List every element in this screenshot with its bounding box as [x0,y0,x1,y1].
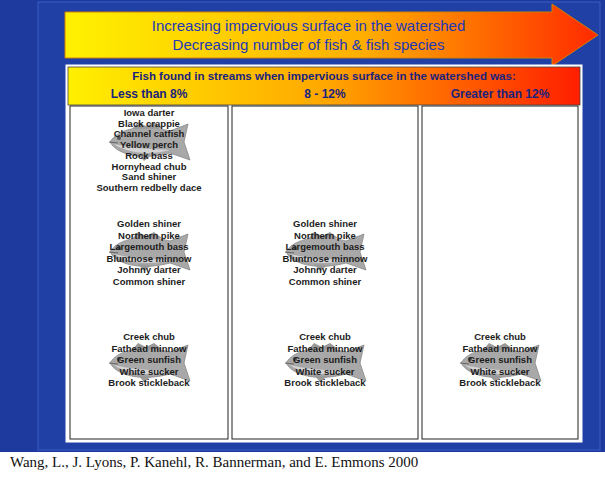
fish-column: Greater than 12%Creek chubFathead minnow… [422,106,578,439]
fish-name: Channel catfish [70,129,228,140]
fish-column: Less than 8%Iowa darterBlack crappieChan… [70,106,228,439]
fish-name: Yellow perch [70,140,228,151]
fish-name: Hornyhead chub [70,162,228,173]
fish-name: Bluntnose minnow [232,253,418,265]
fish-name: Green sunfish [70,354,228,366]
fish-name: Sand shiner [70,172,228,183]
fish-name: Johnny darter [232,264,418,276]
fish-column: 8 - 12%Golden shinerNorthern pikeLargemo… [232,106,418,439]
citation: Wang, L., J. Lyons, P. Kanehl, R. Banner… [10,454,418,471]
fish-name: Bluntnose minnow [70,253,228,265]
fish-name: Johnny darter [70,264,228,276]
slide-frame [38,2,600,450]
column-box [70,106,228,439]
fish-name: Golden shiner [232,218,418,230]
fish-name: Largemouth bass [70,241,228,253]
citation-strip [0,452,605,489]
fish-name: Fathead minnow [70,343,228,355]
fish-name: Brook stickleback [232,377,418,389]
fish-name: Largemouth bass [232,241,418,253]
column-box [422,106,578,439]
fish-name: Northern pike [70,230,228,242]
fish-name: Brook stickleback [422,377,578,389]
fish-name: Fathead minnow [422,343,578,355]
column-header: Greater than 12% [422,87,578,102]
fish-name: Golden shiner [70,218,228,230]
fish-name: Green sunfish [422,354,578,366]
column-header: Less than 8% [70,87,228,102]
fish-name: Iowa darter [70,108,228,119]
trend-arrow [65,4,598,66]
fish-illustration [285,343,366,382]
fish-name: White sucker [70,366,228,378]
arrow-label-box: Increasing impervious surface in the wat… [65,12,552,58]
arrow-caption: Decreasing number of fish & fish species [173,35,445,54]
fish-name: Common shiner [70,276,228,288]
table-panel [66,65,582,442]
fish-name: Creek chub [232,331,418,343]
fish-name: Northern pike [232,230,418,242]
fish-illustration [460,343,541,382]
fish-name: Creek chub [70,331,228,343]
column-header: 8 - 12% [232,87,418,102]
band-heading: Fish found in streams when impervious su… [68,70,580,82]
fish-name: Black crappie [70,119,228,130]
fish-name: Southern redbelly dace [70,183,228,194]
header-band-box: Fish found in streams when impervious su… [68,67,580,87]
arrow-caption: Increasing impervious surface in the wat… [152,16,466,35]
fish-name: Rock bass [70,151,228,162]
fish-name: White sucker [232,366,418,378]
fish-name: White sucker [422,366,578,378]
fish-illustration [109,343,190,382]
fish-name: Common shiner [232,276,418,288]
column-box [232,106,418,439]
fish-name: Green sunfish [232,354,418,366]
fish-name: Creek chub [422,331,578,343]
fish-name: Fathead minnow [232,343,418,355]
header-band [68,67,580,105]
fish-name: Brook stickleback [70,377,228,389]
